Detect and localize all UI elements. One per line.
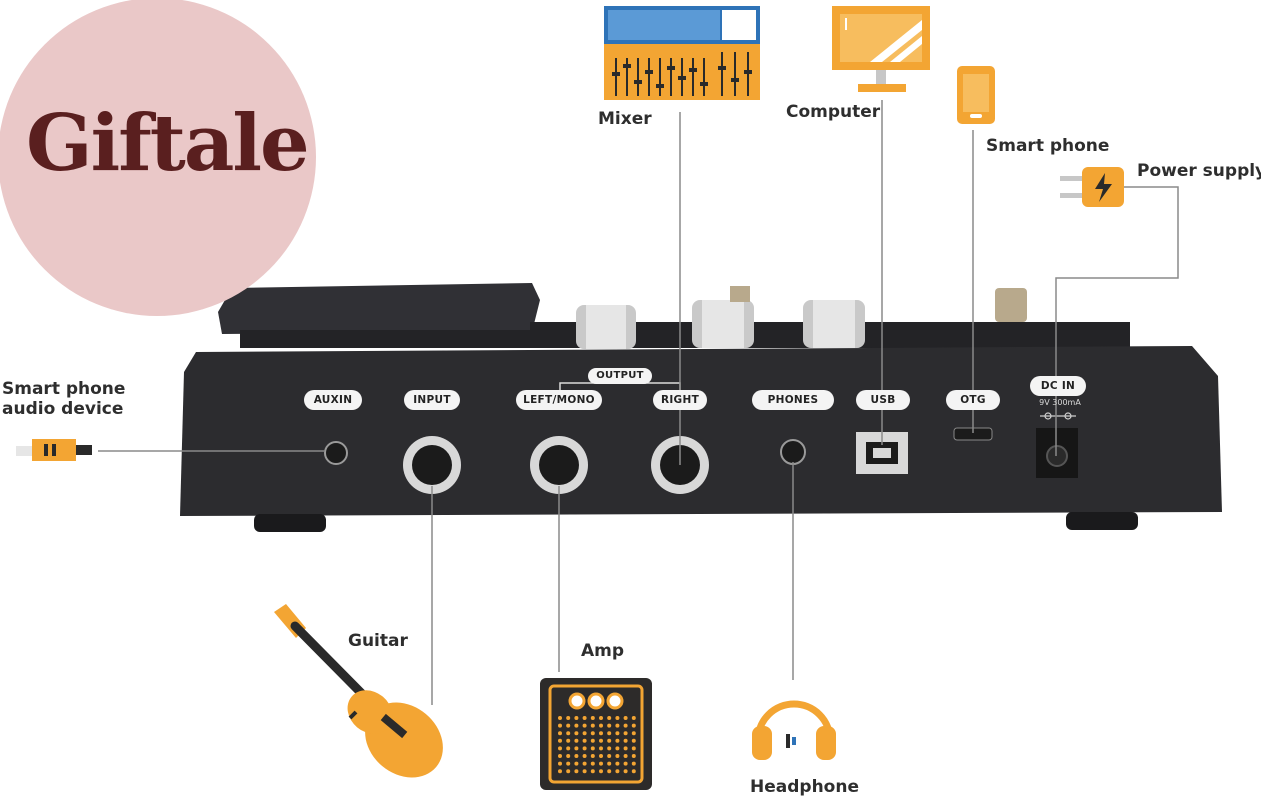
giftale-logo: Giftale [0,0,316,316]
port-label-output: OUTPUT [588,368,652,384]
label-smart-phone-audio-line1: Smart phone [2,379,126,399]
foot-left [254,514,326,532]
logo-text: Giftale [26,98,310,189]
amp-icon [540,678,652,790]
port-label-input: INPUT [404,390,460,410]
label-smart-phone-audio-line2: audio device [2,399,124,419]
port-label-usb: USB [856,390,910,410]
mixer-icon [604,6,760,100]
foot-right [1066,512,1138,530]
port-label-auxin: AUXIN [304,390,362,410]
smart-phone-icon [957,66,995,124]
aux-cable-icon [16,439,92,461]
connector-lines [98,100,1179,705]
phones-jack [780,439,806,465]
auxin-jack [324,441,348,465]
label-smart-phone: Smart phone [986,136,1110,156]
dc-spec-text: 9V 300mA [1039,398,1081,407]
headphone-icon [752,700,836,760]
effects-pedal-unit [180,283,1222,532]
knobs [576,286,1027,349]
label-guitar: Guitar [348,631,408,651]
guitar-icon [274,604,443,778]
computer-icon [832,6,930,92]
label-amp: Amp [581,641,625,661]
port-label-left-mono: LEFT/MONO [516,390,602,410]
label-mixer: Mixer [598,109,652,129]
port-label-right: RIGHT [653,390,707,410]
expression-pedal [218,283,540,334]
label-computer: Computer [786,102,881,122]
power-plug-icon [1060,167,1124,207]
port-label-phones: PHONES [752,390,834,410]
port-label-dc-in: DC IN [1030,376,1086,396]
label-power-supply: Power supply [1137,161,1261,181]
port-label-otg: OTG [946,390,1000,410]
label-headphone: Headphone [750,777,859,797]
